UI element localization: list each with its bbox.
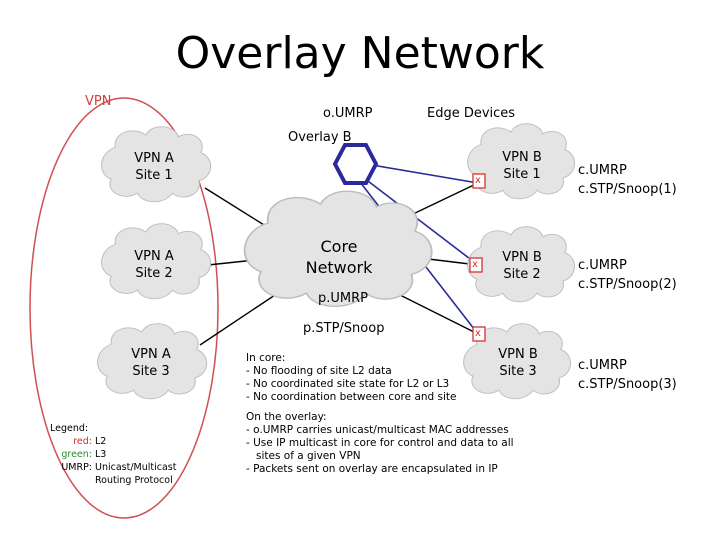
vpn-b-site1-text: VPN B Site 1 bbox=[484, 149, 560, 183]
legend-value-red: L2 bbox=[95, 436, 107, 447]
edge-box-2 bbox=[469, 257, 483, 273]
vpn-b-site2-text: VPN B Site 2 bbox=[484, 249, 560, 283]
side3-line2: c.STP/Snoop(3) bbox=[578, 377, 677, 392]
overlay-link-1 bbox=[371, 164, 479, 184]
vpn-a-site3-text: VPN A Site 3 bbox=[113, 346, 189, 380]
vpn-b-site2-line2: Site 2 bbox=[503, 267, 541, 282]
legend-key-green: green: bbox=[61, 449, 92, 460]
vpn-a-site2-line1: VPN A bbox=[134, 249, 174, 264]
vpn-a-site1-text: VPN A Site 1 bbox=[116, 150, 192, 184]
vpn-a-site1-line1: VPN A bbox=[134, 151, 174, 166]
overlay-note-0: On the overlay: bbox=[246, 411, 327, 423]
vpn-a-site3-line1: VPN A bbox=[131, 347, 171, 362]
overlay-note-4: - Packets sent on overlay are encapsulat… bbox=[246, 463, 498, 475]
core-note-3: - No coordination between core and site bbox=[246, 391, 457, 403]
legend-row-green: green: L3 bbox=[50, 448, 176, 461]
core-network-text: Core Network bbox=[293, 236, 385, 278]
overlay-hexagon-node[interactable] bbox=[332, 143, 379, 185]
side1-line2: c.STP/Snoop(1) bbox=[578, 182, 677, 197]
side2-line2: c.STP/Snoop(2) bbox=[578, 277, 677, 292]
vpn-b-site3-text: VPN B Site 3 bbox=[480, 346, 556, 380]
legend-row-umrp: UMRP: Unicast/Multicast bbox=[50, 461, 176, 474]
legend: Legend: red: L2 green: L3 UMRP: Unicast/… bbox=[50, 422, 176, 487]
core-note-0: In core: bbox=[246, 352, 286, 364]
legend-row-red: red: L2 bbox=[50, 435, 176, 448]
overlay-link-2 bbox=[363, 177, 479, 266]
edge-device-markers bbox=[469, 173, 486, 342]
legend-key-umrp: UMRP: bbox=[61, 462, 92, 473]
side-label-site3: c.UMRP c.STP/Snoop(3) bbox=[578, 356, 677, 394]
vpn-a-site1-line2: Site 1 bbox=[135, 168, 173, 183]
legend-key-red: red: bbox=[73, 436, 92, 447]
core-notes: In core: - No flooding of site L2 data -… bbox=[246, 352, 457, 404]
side1-line1: c.UMRP bbox=[578, 163, 627, 178]
overlay-note-2: - Use IP multicast in core for control a… bbox=[246, 437, 514, 449]
vpn-a-site3-line2: Site 3 bbox=[132, 364, 170, 379]
edge-devices-label: Edge Devices bbox=[427, 106, 516, 121]
core-line1: Core bbox=[320, 237, 358, 256]
side-label-site2: c.UMRP c.STP/Snoop(2) bbox=[578, 256, 677, 294]
overlay-b-label: Overlay B bbox=[288, 130, 352, 145]
vpn-a-site2-line2: Site 2 bbox=[135, 266, 173, 281]
side3-line1: c.UMRP bbox=[578, 358, 627, 373]
overlay-note-1: - o.UMRP carries unicast/multicast MAC a… bbox=[246, 424, 509, 436]
edge-box-1-label: x bbox=[475, 175, 481, 186]
legend-value-umrp: Unicast/Multicast bbox=[95, 462, 177, 473]
oumrp-label: o.UMRP bbox=[323, 106, 373, 121]
overlay-notes: On the overlay: - o.UMRP carries unicast… bbox=[246, 411, 514, 476]
legend-key-blank bbox=[50, 474, 92, 487]
vpn-b-site1-line2: Site 1 bbox=[503, 167, 541, 182]
link-core-e3 bbox=[389, 289, 479, 335]
vpn-b-site3-line1: VPN B bbox=[498, 347, 538, 362]
core-note-1: - No flooding of site L2 data bbox=[246, 365, 392, 377]
edge-box-1 bbox=[472, 173, 486, 189]
vpn-b-site2-line1: VPN B bbox=[502, 250, 542, 265]
legend-value-green: L3 bbox=[95, 449, 107, 460]
slide-title: Overlay Network bbox=[175, 28, 545, 79]
overlay-note-3: sites of a given VPN bbox=[246, 450, 361, 462]
pumrp-label: p.UMRP bbox=[318, 291, 368, 306]
core-line2: Network bbox=[305, 258, 373, 277]
vpn-boundary-oval bbox=[29, 97, 219, 519]
side2-line1: c.UMRP bbox=[578, 258, 627, 273]
vpn-label: VPN bbox=[85, 94, 112, 109]
edge-box-3-label: x bbox=[475, 328, 481, 339]
edge-box-3 bbox=[472, 326, 486, 342]
side-label-site1: c.UMRP c.STP/Snoop(1) bbox=[578, 161, 677, 199]
legend-heading: Legend: bbox=[50, 423, 89, 434]
edge-box-2-label: x bbox=[472, 259, 478, 270]
pstp-label: p.STP/Snoop bbox=[303, 321, 385, 336]
legend-row-umrp-cont: Routing Protocol bbox=[50, 474, 176, 487]
vpn-b-site3-line2: Site 3 bbox=[499, 364, 537, 379]
core-note-2: - No coordinated site state for L2 or L3 bbox=[246, 378, 450, 390]
vpn-b-site1-line1: VPN B bbox=[502, 150, 542, 165]
vpn-a-site2-text: VPN A Site 2 bbox=[116, 248, 192, 282]
legend-value-routing: Routing Protocol bbox=[95, 475, 173, 486]
